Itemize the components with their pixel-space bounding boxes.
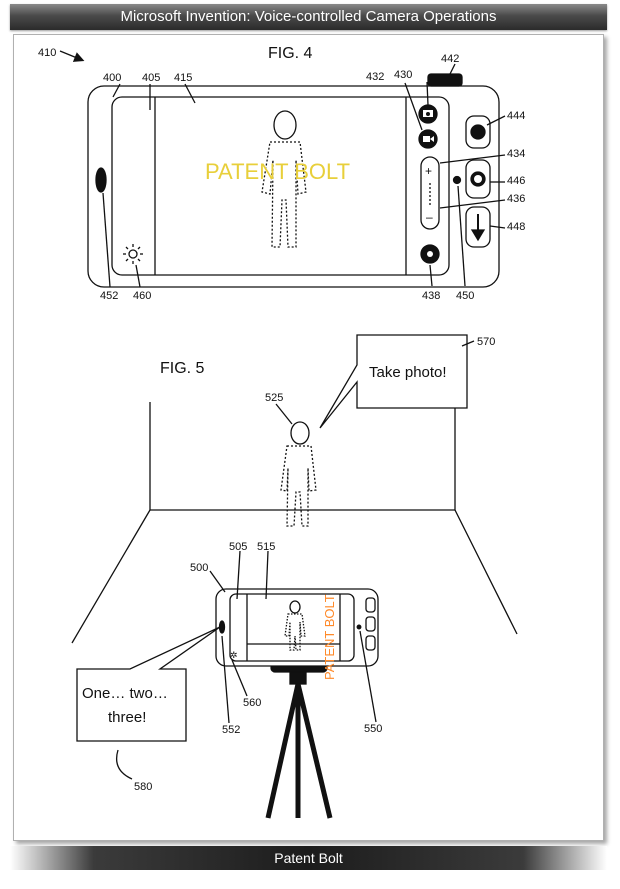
zoom-slider[interactable]: [420, 156, 440, 230]
header-title: Microsoft Invention: Voice-controlled Ca…: [10, 4, 607, 30]
speech-bubble-bottom: [76, 626, 221, 742]
person-figure: [280, 421, 317, 527]
ref-444: 444: [507, 110, 525, 122]
ref-410: 410: [38, 47, 56, 59]
camera-hardware-button[interactable]: [465, 115, 491, 149]
ref-560: 560: [243, 697, 261, 709]
ref-525: 525: [265, 392, 283, 404]
ref-450: 450: [456, 290, 474, 302]
microphone: [95, 167, 107, 193]
ref-550: 550: [364, 723, 382, 735]
speech-bottom-line2: three!: [108, 709, 146, 726]
speech-bottom-line1: One… two…: [82, 685, 168, 702]
fig5-watermark: PATENT BOLT: [322, 594, 337, 680]
small-device-body: [215, 588, 379, 667]
svg-text:✲: ✲: [230, 650, 238, 660]
subject-figure: [261, 110, 307, 248]
ref-415: 415: [174, 72, 192, 84]
ref-448: 448: [507, 221, 525, 233]
ref-515: 515: [257, 541, 275, 553]
footer-label: Patent Bolt: [10, 846, 607, 870]
room-walls: [149, 402, 456, 511]
small-person-figure: [284, 600, 306, 651]
ref-570: 570: [477, 336, 495, 348]
device-screen: [111, 96, 450, 276]
indicator-light: [452, 175, 462, 185]
ref-438: 438: [422, 290, 440, 302]
ref-434: 434: [507, 148, 525, 160]
ref-552: 552: [222, 724, 240, 736]
zoom-out-icon[interactable]: –: [426, 210, 433, 224]
device-body: [87, 85, 500, 288]
speech-bubble-top: [319, 334, 468, 429]
ref-432: 432: [366, 71, 384, 83]
brightness-icon: [123, 244, 143, 264]
small-device-screen: [229, 593, 355, 662]
ref-580: 580: [134, 781, 152, 793]
fig5-title: FIG. 5: [160, 360, 205, 377]
ref-436: 436: [507, 193, 525, 205]
fig4: FIG. 4 410 PATENT BOLT: [38, 45, 525, 302]
shutter-top-button: [427, 73, 463, 87]
zoom-in-icon[interactable]: +: [425, 164, 432, 178]
ref-446: 446: [507, 175, 525, 187]
ref-442: 442: [441, 53, 459, 65]
speech-top-text: Take photo!: [369, 364, 447, 381]
ref-500: 500: [190, 562, 208, 574]
fig5: FIG. 5 Take photo! 570 525: [71, 334, 518, 819]
home-hardware-button[interactable]: [465, 159, 491, 199]
ref-452: 452: [100, 290, 118, 302]
tripod: [265, 663, 333, 819]
ref-460: 460: [133, 290, 151, 302]
small-microphone: [218, 620, 226, 634]
ref-405: 405: [142, 72, 160, 84]
ref-400: 400: [103, 72, 121, 84]
ref-430: 430: [394, 69, 412, 81]
ref-505: 505: [229, 541, 247, 553]
back-hardware-button[interactable]: [465, 206, 491, 248]
fig4-watermark: PATENT BOLT: [205, 159, 350, 184]
fig4-title: FIG. 4: [268, 45, 313, 62]
